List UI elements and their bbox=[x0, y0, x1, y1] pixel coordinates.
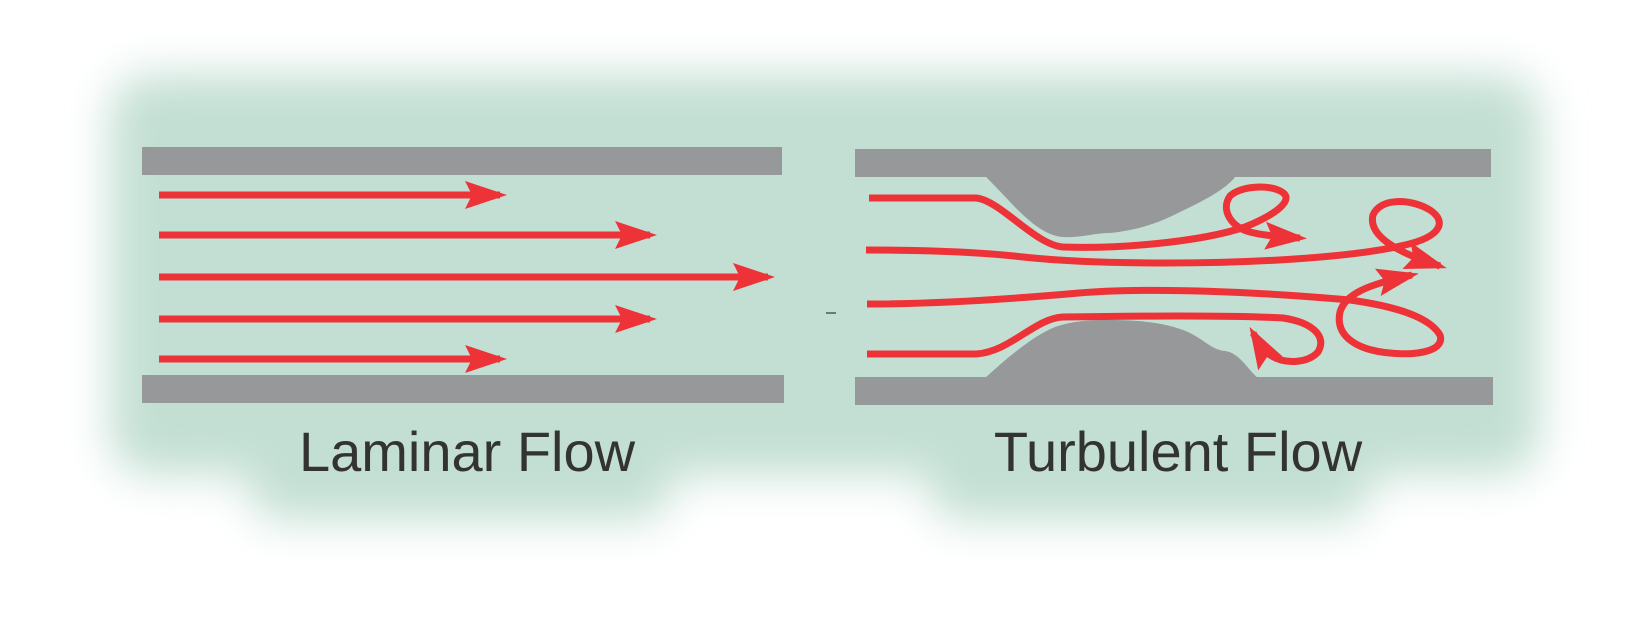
turbulent-streamline bbox=[867, 312, 1325, 371]
top-plaque bbox=[985, 176, 1236, 238]
turbulent-streamline bbox=[865, 198, 1447, 270]
turbulent-label: Turbulent Flow bbox=[994, 420, 1363, 483]
turbulent-streamlines bbox=[865, 183, 1447, 371]
separator-mark bbox=[826, 312, 836, 314]
laminar-panel: Laminar Flow bbox=[142, 147, 784, 483]
turbulent-streamline bbox=[869, 183, 1307, 251]
turbulent-streamline bbox=[866, 268, 1445, 358]
laminar-label: Laminar Flow bbox=[299, 420, 636, 483]
turbulent-top-wall bbox=[855, 149, 1491, 177]
laminar-streamlines bbox=[159, 181, 775, 373]
laminar-bottom-wall bbox=[142, 375, 784, 403]
turbulent-bottom-wall bbox=[855, 377, 1493, 405]
turbulent-panel: Turbulent Flow bbox=[855, 149, 1493, 483]
bottom-plaque bbox=[985, 320, 1258, 378]
laminar-top-wall bbox=[142, 147, 782, 175]
